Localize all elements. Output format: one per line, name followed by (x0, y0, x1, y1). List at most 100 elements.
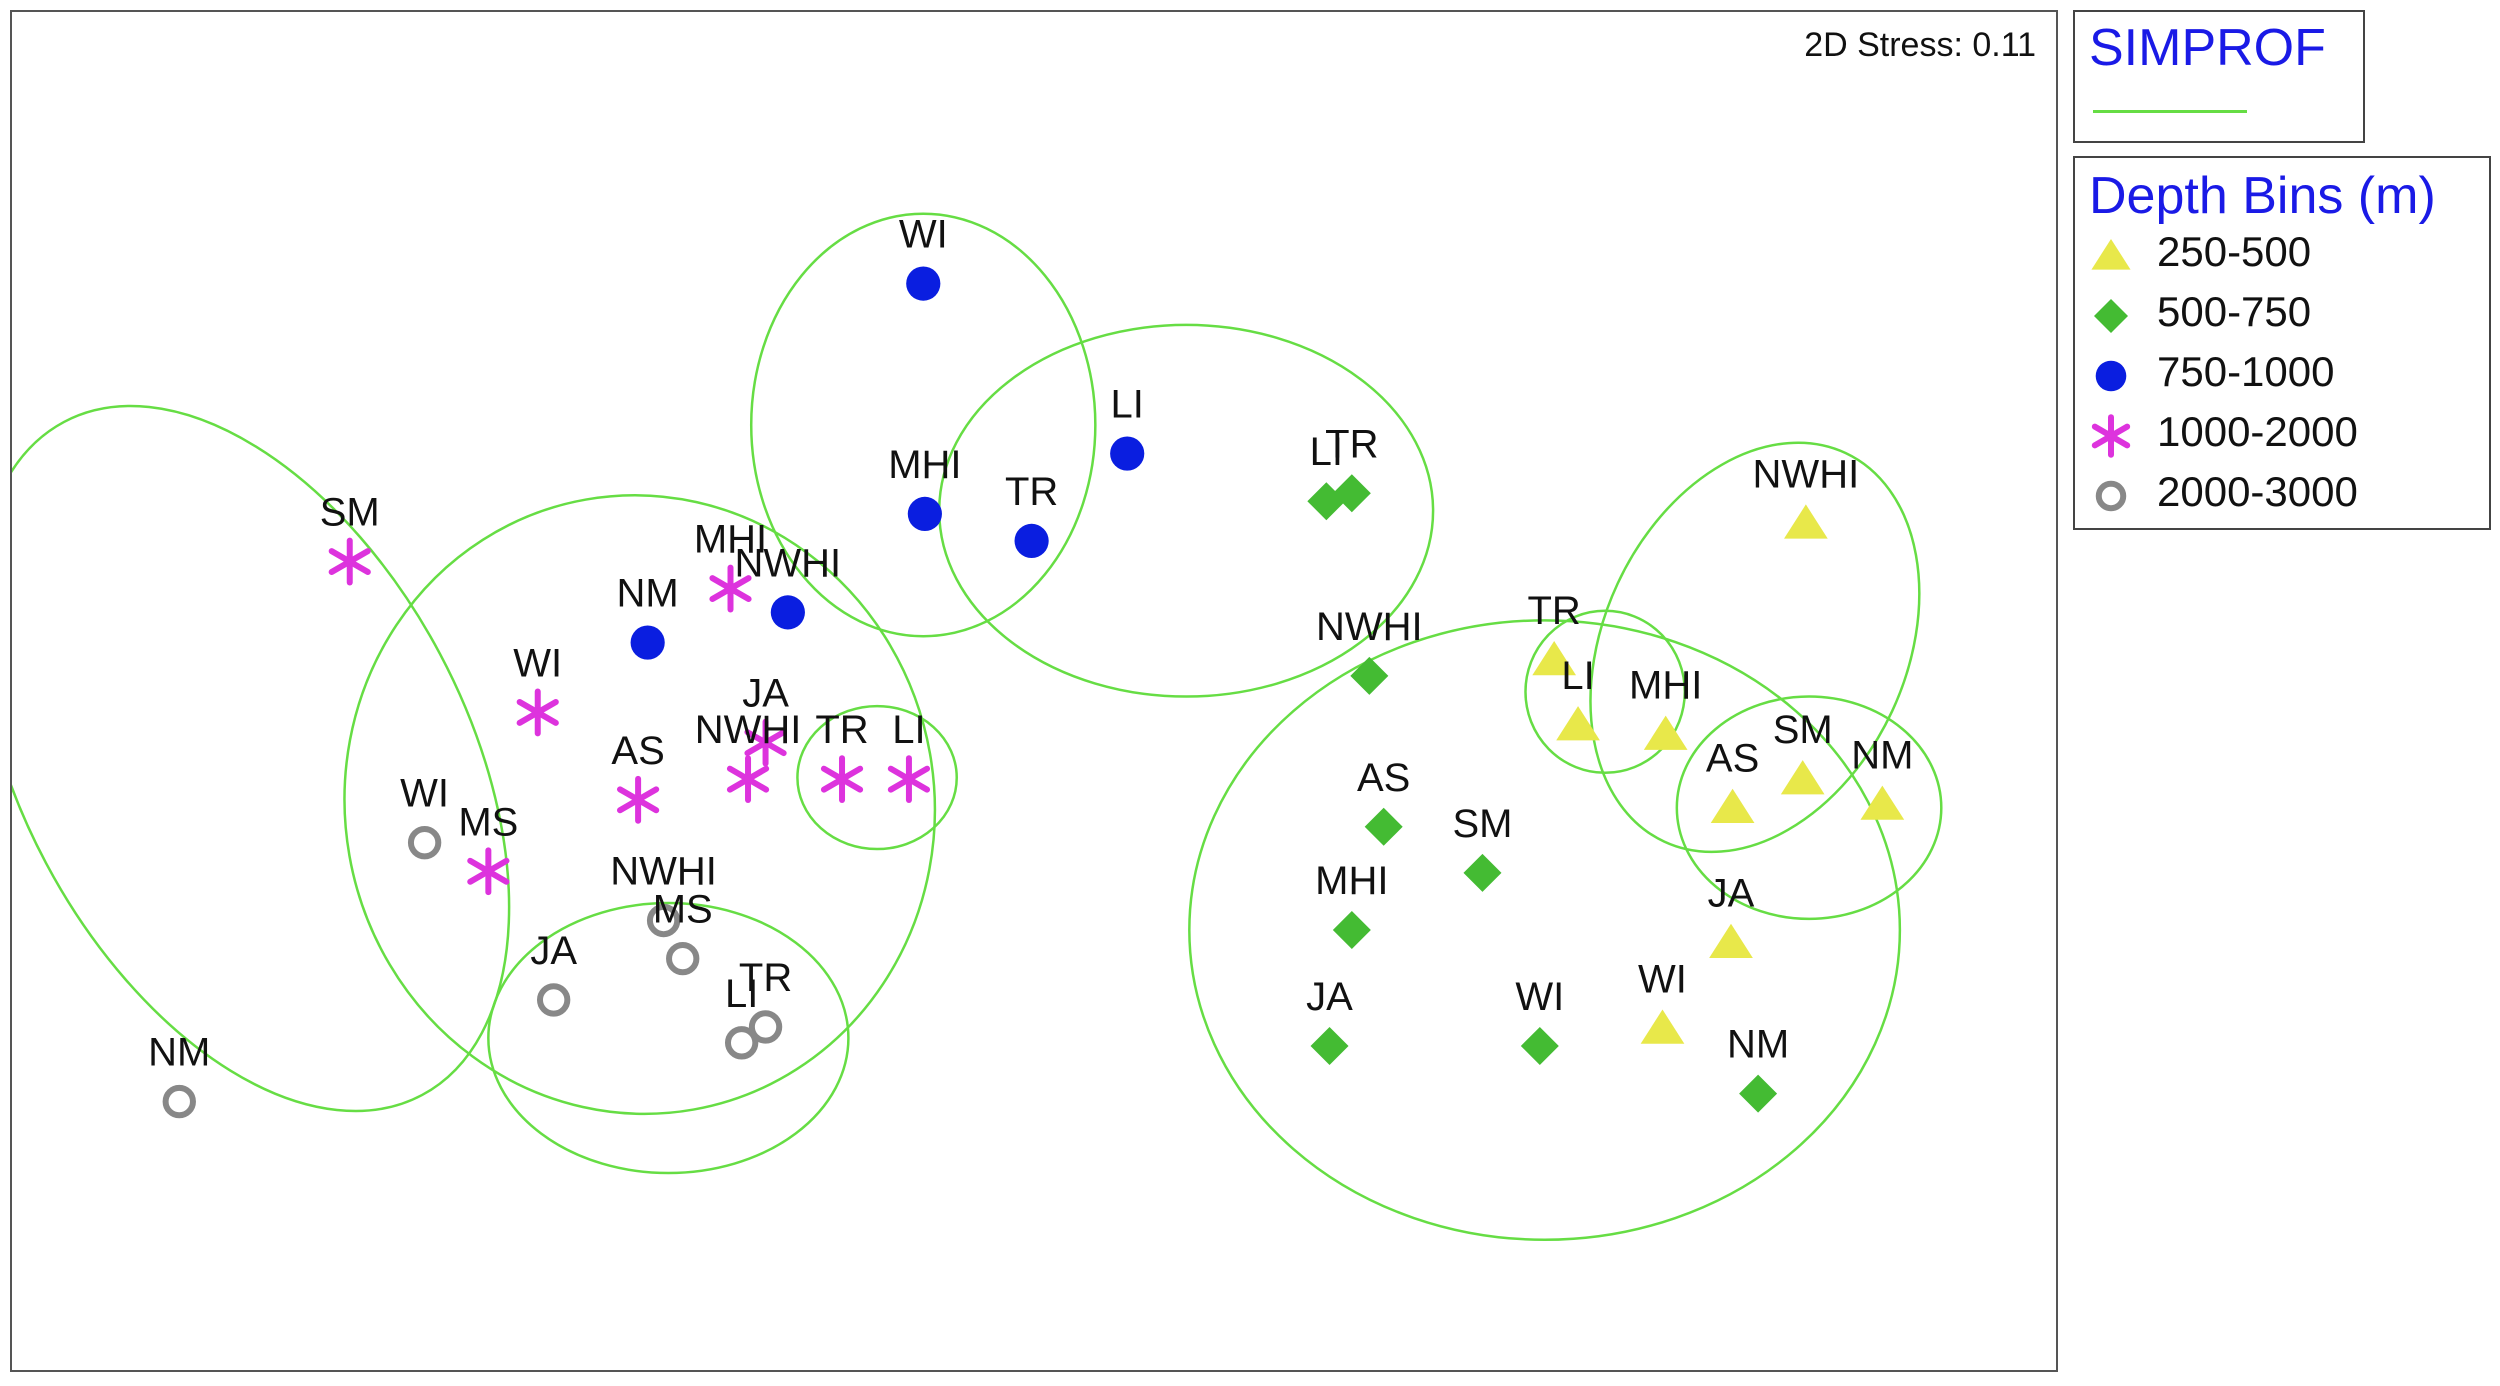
legend-item-750-1000: 750-1000 (2089, 348, 2485, 402)
depth-legend-title: Depth Bins (m) (2089, 167, 2436, 225)
data-point-ring (646, 903, 681, 938)
data-point-circle (907, 496, 942, 532)
legend-item-250-500: 250-500 (2089, 228, 2485, 282)
point-label: NWHI (1316, 605, 1423, 649)
point-label: TR (1527, 589, 1580, 633)
data-point-asterisk (467, 847, 510, 896)
simprof-group-ellipse (343, 494, 937, 1116)
data-point-diamond (1739, 1074, 1778, 1113)
circle-marker-icon (2095, 360, 2127, 392)
data-point-asterisk (726, 755, 770, 804)
data-point-asterisk (617, 775, 660, 824)
data-point-diamond (1310, 1026, 1349, 1065)
point-label: TR (815, 708, 868, 752)
point-label: JA (1708, 872, 1755, 916)
simprof-group-ellipse (1675, 695, 1943, 921)
point-label: JA (530, 929, 577, 973)
data-point-circle (770, 595, 805, 630)
point-label: NM (148, 1031, 210, 1075)
simprof-group-ellipse (1188, 619, 1902, 1242)
data-point-circle (1110, 436, 1145, 471)
point-label: MHI (694, 518, 767, 562)
point-label: LI (1561, 654, 1594, 698)
point-label: LI (1111, 383, 1144, 427)
simprof-legend-title: SIMPROF (2089, 19, 2326, 77)
data-point-asterisk (516, 688, 559, 737)
data-point-asterisk (328, 537, 371, 586)
point-label: SM (1773, 708, 1833, 752)
point-label: NM (1727, 1023, 1789, 1067)
legend-label: 1000-2000 (2157, 408, 2358, 455)
legend-marker-shape (2091, 414, 2131, 458)
point-label: WI (1638, 958, 1687, 1002)
data-point-diamond (1332, 474, 1371, 513)
data-point-ring (748, 1010, 783, 1044)
point-label: JA (742, 672, 789, 716)
legend-label: 250-500 (2157, 228, 2312, 275)
data-point-diamond (1332, 911, 1371, 950)
data-point-asterisk (820, 755, 864, 804)
data-point-circle (906, 266, 941, 301)
point-label: TR (739, 956, 792, 1000)
data-point-diamond (1463, 853, 1502, 892)
point-label: MHI (1315, 859, 1388, 903)
legend-label: 2000-3000 (2157, 468, 2358, 515)
point-label: AS (1357, 756, 1410, 800)
point-label: NWHI (735, 541, 842, 585)
data-point-asterisk (709, 564, 752, 613)
legend-item-500-750: 500-750 (2089, 288, 2485, 342)
point-label: MS (458, 800, 518, 844)
data-point-triangle (1780, 760, 1825, 795)
legend-item-2000-3000: 2000-3000 (2089, 468, 2485, 522)
legend-label: 750-1000 (2157, 348, 2335, 395)
point-label: NM (617, 572, 679, 616)
data-point-triangle (1556, 706, 1600, 741)
data-point-triangle (1640, 1009, 1685, 1044)
data-point-diamond (1364, 807, 1403, 846)
point-label: JA (1306, 975, 1353, 1019)
asterisk-marker-icon (2091, 414, 2131, 458)
data-point-asterisk (887, 755, 931, 804)
ring-marker-icon (2095, 480, 2127, 512)
point-label: AS (611, 729, 664, 773)
point-label: AS (1706, 737, 1759, 781)
data-point-diamond (1350, 656, 1389, 695)
data-point-triangle (1643, 715, 1688, 750)
point-label: MHI (1629, 664, 1702, 708)
point-label: LI (725, 972, 758, 1016)
point-label: SM (320, 491, 380, 535)
point-label: MS (653, 888, 713, 932)
depth-bins-legend: Depth Bins (m) 250-500 500-750 750-1000 … (2073, 156, 2491, 530)
triangle-marker-icon (2091, 239, 2131, 270)
simprof-group-ellipse (749, 212, 1097, 638)
point-label: NWHI (695, 708, 802, 752)
point-label: WI (513, 641, 562, 685)
legend-marker-shape (2095, 360, 2127, 392)
simprof-group-ellipse (12, 404, 511, 1113)
data-point-diamond (1520, 1026, 1559, 1065)
stress-annotation: 2D Stress: 0.11 (1804, 26, 2036, 64)
diamond-marker-icon (2094, 299, 2128, 333)
point-label: WI (899, 213, 948, 257)
legend-marker-shape (2095, 480, 2127, 512)
data-point-ring (666, 941, 700, 976)
point-label: TR (1325, 422, 1378, 466)
data-point-ring (407, 826, 442, 860)
data-point-circle (1014, 523, 1049, 559)
data-point-triangle (1709, 923, 1753, 958)
point-label: WI (1515, 975, 1564, 1019)
data-point-triangle (1710, 788, 1755, 823)
point-label: LI (1310, 430, 1343, 474)
simprof-legend: SIMPROF (2073, 10, 2365, 143)
simprof-legend-line (2093, 110, 2247, 113)
simprof-group-ellipse (796, 704, 958, 851)
point-label: NWHI (1753, 452, 1860, 496)
data-point-asterisk (744, 718, 787, 767)
point-label: MHI (888, 443, 961, 487)
point-label: WI (400, 772, 449, 816)
data-point-triangle (1860, 785, 1905, 820)
point-label: SM (1452, 802, 1512, 846)
simprof-group-ellipse (1589, 441, 1921, 854)
